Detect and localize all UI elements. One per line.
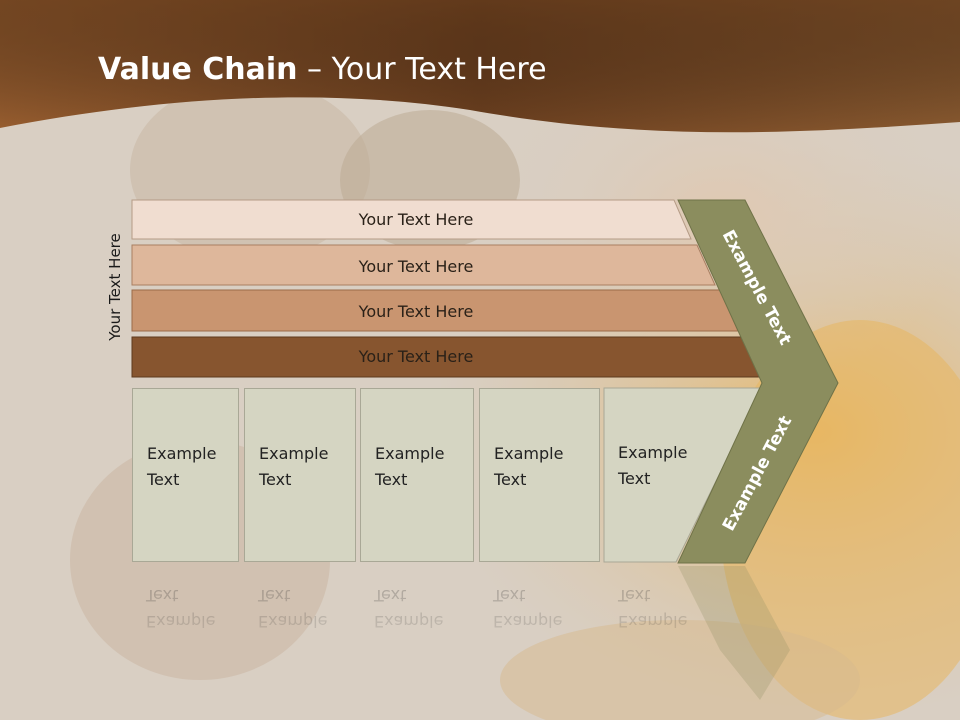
box-3[interactable]: Example Text [360,388,474,562]
title-bold: Value Chain [98,52,298,87]
box-1-reflection-label: Example Text [146,586,216,631]
box-2-reflection-label: Example Text [258,586,328,631]
bar-3-label: Your Text Here [358,302,474,321]
box-3-label: Example Text [375,444,445,489]
box-3-reflection-label: Example Text [374,586,444,631]
slide-title: Value Chain – Your Text Here [98,52,547,87]
box-5-reflection: Example Text [604,566,704,686]
box-5-label: Example Text [618,443,688,488]
bar-1-label: Your Text Here [358,210,474,229]
box-4-reflection: Example Text [479,566,600,686]
chevron-arrow[interactable] [677,199,839,564]
box-1[interactable]: Example Text [132,388,239,562]
bar-3[interactable]: Your Text Here [131,289,739,332]
box-4-label: Example Text [494,444,564,489]
bar-2-label: Your Text Here [358,257,474,276]
bar-4[interactable]: Your Text Here [131,336,764,378]
box-3-reflection: Example Text [360,566,474,686]
bar-2[interactable]: Your Text Here [131,244,716,286]
bar-1[interactable]: Your Text Here [131,199,692,240]
box-5-reflection-label: Example Text [618,586,688,631]
box-4[interactable]: Example Text [479,388,600,562]
box-1-label: Example Text [147,444,217,489]
title-rest: – Your Text Here [297,52,547,87]
box-4-reflection-label: Example Text [493,586,563,631]
box-2[interactable]: Example Text [244,388,356,562]
box-5[interactable]: Example Text [604,388,704,562]
chevron-reflection [678,566,790,700]
bar-4-label: Your Text Here [358,347,474,366]
box-1-reflection: Example Text [132,566,239,686]
box-2-label: Example Text [259,444,329,489]
box-2-reflection: Example Text [244,566,356,686]
box-5-shape [603,387,763,563]
